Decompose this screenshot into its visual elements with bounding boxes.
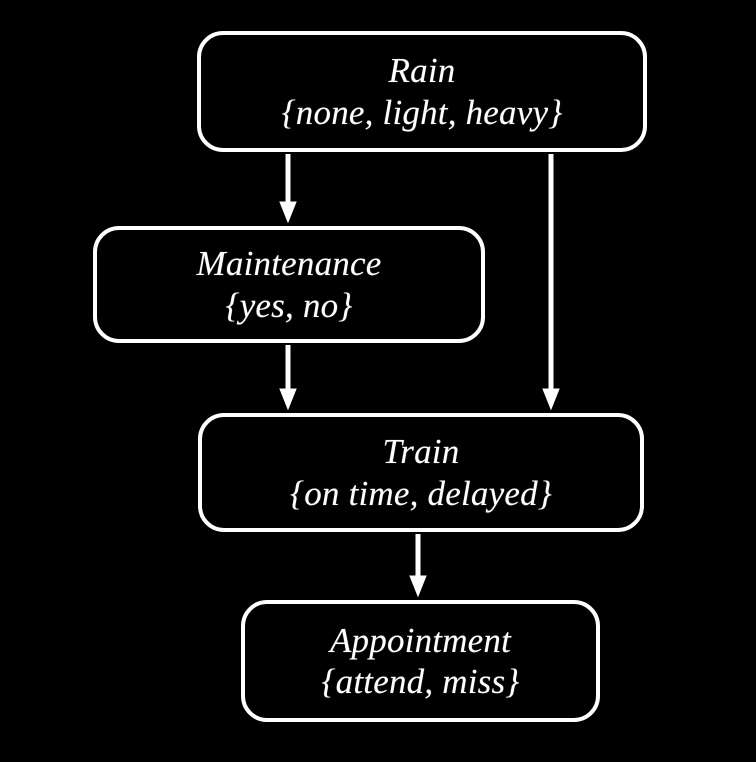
node-appointment-title: Appointment (329, 620, 512, 660)
node-appointment[interactable]: Appointment {attend, miss} (241, 600, 600, 722)
node-maintenance[interactable]: Maintenance {yes, no} (93, 226, 485, 343)
node-rain[interactable]: Rain {none, light, heavy} (197, 31, 647, 152)
node-rain-title: Rain (388, 51, 456, 91)
node-train-states: {on time, delayed} (290, 473, 552, 513)
node-appointment-states: {attend, miss} (321, 662, 520, 701)
node-train-title: Train (382, 432, 460, 472)
node-train[interactable]: Train {on time, delayed} (198, 413, 644, 532)
node-rain-states: {none, light, heavy} (281, 92, 563, 132)
node-maintenance-states: {yes, no} (225, 285, 353, 325)
node-maintenance-title: Maintenance (196, 244, 382, 284)
